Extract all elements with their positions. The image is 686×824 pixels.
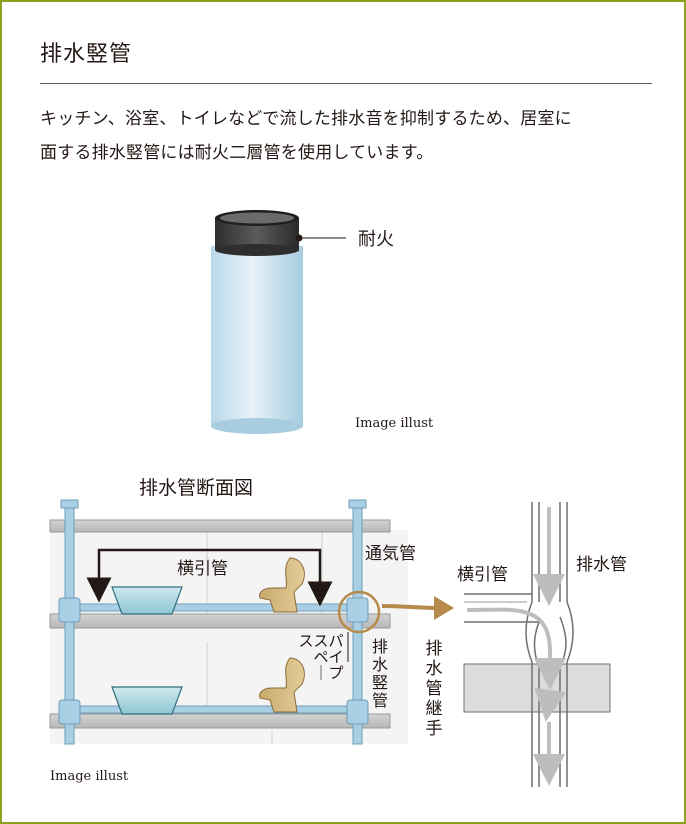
fire-label: 耐火: [358, 229, 394, 250]
drain-joint-label: 排水管継手: [426, 639, 443, 739]
toilet-lower: [259, 657, 305, 713]
cross-section-diagram: [49, 499, 408, 745]
toilet-upper: [259, 557, 305, 613]
pipe-space-label: パイプスペ｜ス: [298, 632, 343, 682]
horizontal-pipe-lower: [79, 705, 348, 714]
cross-section-title: 排水管断面図: [139, 477, 253, 499]
vent-pipe-label: 通気管: [365, 544, 416, 564]
detail-callout-circle: [337, 590, 381, 634]
pipe-caption: Image illust: [355, 416, 434, 431]
drain-stack-label: 排水竪管: [372, 637, 388, 710]
slab-middle: [49, 613, 391, 629]
detail-drain-pipe-label: 排水管: [576, 555, 627, 575]
detail-floor-slab: [463, 663, 611, 713]
slab-top: [49, 519, 391, 533]
cross-section-caption: Image illust: [50, 769, 129, 784]
callout-arrow: [381, 604, 441, 610]
bathtub-upper: [111, 586, 183, 615]
title-divider: [40, 83, 652, 84]
pipe-bottom: [211, 418, 303, 434]
fire-resistant-pipe: [211, 210, 346, 434]
horizontal-pipe-bracket: [86, 548, 322, 603]
pipe-body: [211, 246, 303, 426]
description-line-1: キッチン、浴室、トイレなどで流した排水音を抑制するため、居室に: [40, 109, 572, 129]
section-description: キッチン、浴室、トイレなどで流した排水音を抑制するため、居室に 面する排水竪管に…: [40, 102, 658, 170]
bathtub-lower: [111, 686, 183, 715]
description-line-2: 面する排水竪管には耐火二層管を使用しています。: [40, 143, 434, 163]
horizontal-pipe-upper: [79, 603, 348, 612]
section-title: 排水竪管: [40, 42, 133, 67]
detail-horizontal-pipe-label: 横引管: [457, 565, 508, 585]
slab-bottom: [49, 713, 391, 729]
horizontal-pipe-label: 横引管: [177, 559, 228, 579]
detail-diagram: [463, 502, 611, 787]
